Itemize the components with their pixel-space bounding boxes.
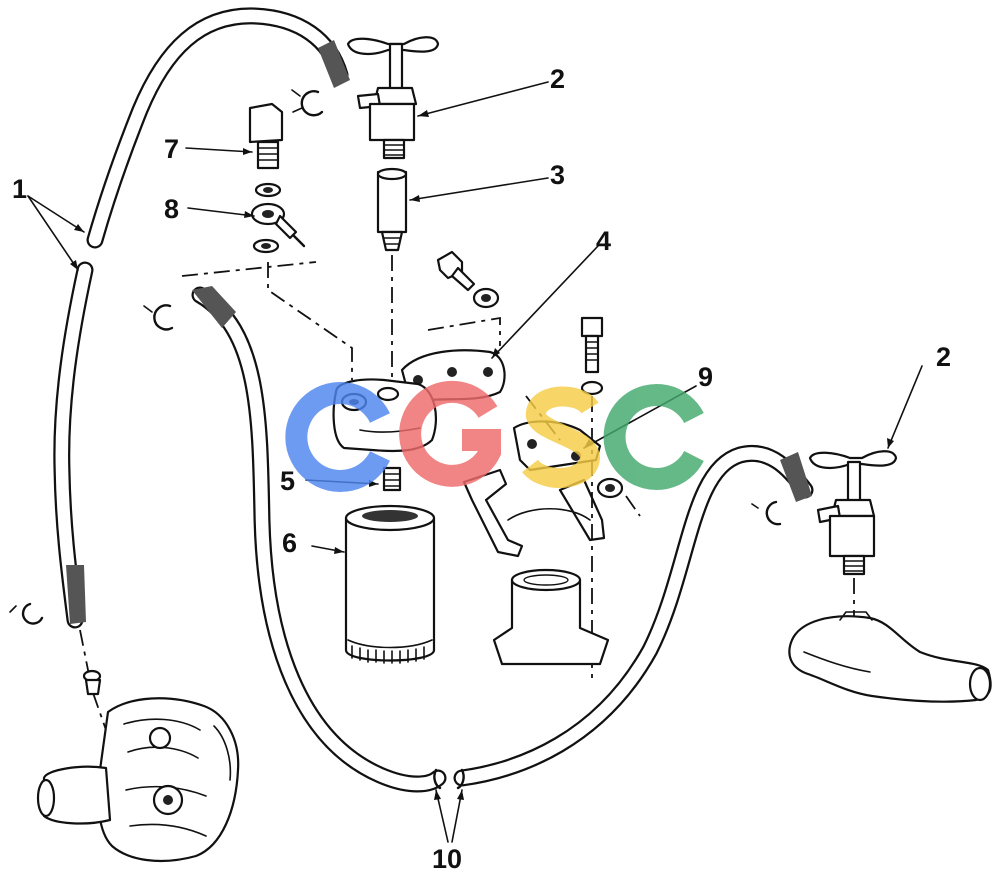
banjo-fitting: [250, 202, 306, 248]
callout-1: 1: [12, 174, 27, 204]
watermark-logo: [285, 380, 704, 492]
hose-clamp-icon: [9, 602, 44, 625]
hose-separation-marks: [433, 768, 465, 790]
hose-clamp-icon: [291, 89, 324, 117]
callout-3: 3: [550, 160, 565, 190]
mounting-nut: [596, 477, 624, 499]
hose-end-shading: [318, 40, 350, 88]
mounting-nut: [472, 287, 500, 309]
shutoff-valve-right: [808, 450, 898, 576]
sealing-washer: [252, 238, 280, 254]
hose-end-shading: [192, 286, 236, 328]
hose-end-shading: [66, 565, 86, 624]
watermark-letter-s: [522, 386, 601, 488]
alignment-line: [181, 261, 353, 380]
fuel-pump-housing: [36, 697, 240, 862]
alignment-line: [79, 629, 107, 731]
fitting-lower-left: [82, 669, 102, 696]
hose-assembly-left: [53, 7, 350, 629]
callout-2-right: 2: [936, 342, 951, 372]
watermark-letter-c: [603, 384, 704, 490]
callout-10: 10: [432, 844, 462, 874]
hose-clamp-icon: [143, 304, 174, 331]
callout-7: 7: [164, 134, 179, 164]
watermark-letter-g: [399, 380, 501, 487]
mounting-bolt: [580, 316, 604, 396]
banjo-bolt: [248, 102, 284, 170]
hose-assembly-bottom: [191, 286, 814, 793]
callout-5: 5: [280, 466, 295, 496]
shutoff-valve-top: [346, 36, 440, 160]
coolant-elbow-housing: [788, 611, 992, 703]
watermark-letter-c: [285, 382, 390, 492]
sealing-washer: [254, 182, 282, 198]
threaded-nipple: [382, 466, 402, 492]
callout-2-top: 2: [550, 64, 565, 94]
callout-9: 9: [698, 362, 713, 392]
mounting-pedestal: [492, 568, 610, 666]
mounting-bolt: [436, 250, 476, 292]
fuel-filter-element: [344, 504, 436, 664]
adapter-fitting: [376, 167, 408, 252]
hose-clamp-icon: [751, 500, 782, 526]
hose-end-shading: [780, 452, 812, 502]
alignment-line: [427, 316, 501, 346]
callout-4: 4: [596, 226, 611, 256]
callout-8: 8: [164, 194, 179, 224]
callout-6: 6: [282, 528, 297, 558]
